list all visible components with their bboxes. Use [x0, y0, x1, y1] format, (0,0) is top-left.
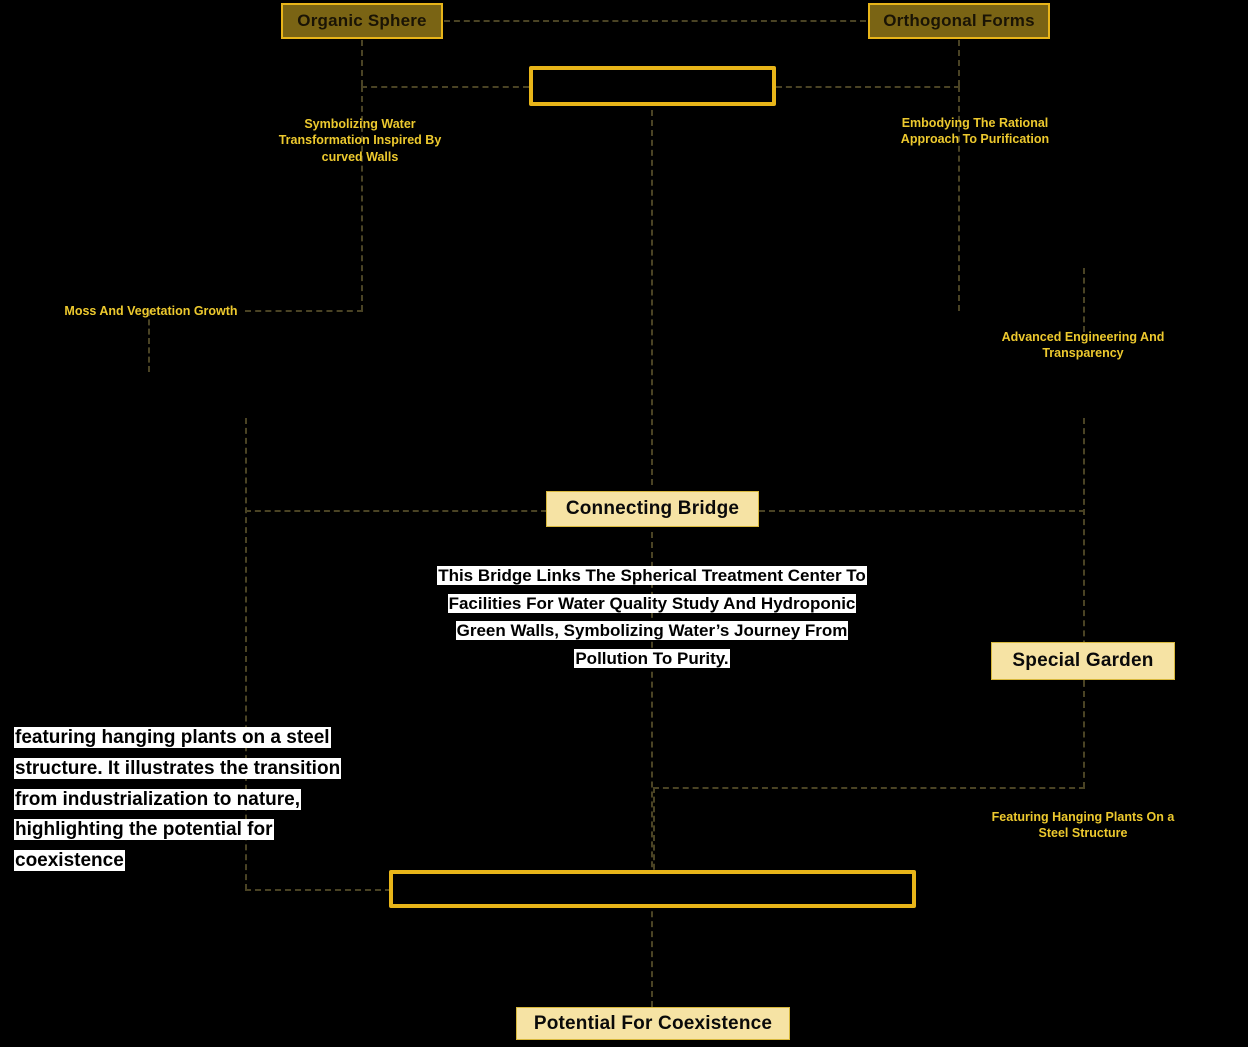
connector-mid-rail-left: [245, 510, 547, 512]
node-connecting-bridge-label: Connecting Bridge: [565, 498, 740, 519]
connector-organic-elbow: [361, 86, 529, 88]
caption-line: Embodying The Rational: [901, 116, 1049, 130]
connector-mid-rail-right: [759, 510, 1085, 512]
paragraph-line: highlighting the potential for: [14, 819, 274, 841]
caption-line: Transparency: [1042, 346, 1124, 361]
connector-right-mid-vertical: [1083, 418, 1085, 788]
node-organic-sphere[interactable]: Organic Sphere: [281, 3, 443, 39]
caption-featuring-hanging-plants: Featuring Hanging Plants On a Steel Stru…: [991, 809, 1175, 842]
connector-top-rail: [444, 20, 866, 22]
paragraph-line: Pollution To Purity.: [574, 648, 730, 668]
paragraph-line: Facilities For Water Quality Study And H…: [447, 593, 857, 613]
caption-line: Moss And Vegetation Growth: [64, 304, 238, 318]
caption-symbolizing-water: Symbolizing Water Transformation Inspire…: [262, 116, 458, 165]
caption-line: Featuring Hanging Plants On a: [991, 810, 1175, 824]
node-bottom-center-box[interactable]: [389, 870, 916, 908]
connector-moss-rail: [245, 310, 363, 312]
caption-advanced-engineering: Advanced Engineering And Transparency: [993, 329, 1173, 362]
paragraph-line: This Bridge Links The Spherical Treatmen…: [437, 566, 867, 585]
paragraph-line: structure. It illustrates the transition: [14, 757, 342, 779]
connector-center-spine-upper: [651, 110, 653, 485]
node-potential-for-coexistence-label: Potential For Coexistence: [533, 1012, 773, 1034]
node-special-garden-label: Special Garden: [1012, 650, 1154, 671]
connector-organic-down: [361, 40, 363, 86]
connector-moss-down: [148, 310, 150, 372]
connector-special-garden-down: [1083, 680, 1085, 708]
caption-line: Symbolizing Water: [304, 117, 416, 131]
connector-orthogonal-elbow: [776, 86, 960, 88]
paragraph-garden-description: featuring hanging plants on a steel stru…: [14, 723, 394, 877]
node-potential-for-coexistence[interactable]: Potential For Coexistence: [516, 1007, 790, 1040]
caption-line: Transformation Inspired By: [278, 133, 442, 148]
node-orthogonal-forms-label: Orthogonal Forms: [883, 11, 1035, 30]
paragraph-line: featuring hanging plants on a steel: [14, 727, 331, 748]
node-connecting-bridge[interactable]: Connecting Bridge: [546, 491, 759, 527]
connector-bottom-right-elbow: [653, 787, 1085, 789]
connector-advanced-down: [1083, 268, 1085, 332]
node-orthogonal-forms[interactable]: Orthogonal Forms: [868, 3, 1050, 39]
node-special-garden[interactable]: Special Garden: [991, 642, 1175, 680]
paragraph-line: from industrialization to nature,: [14, 788, 302, 810]
node-top-center-box[interactable]: [529, 66, 776, 106]
caption-embodying-rational: Embodying The Rational Approach To Purif…: [886, 115, 1064, 148]
paragraph-bridge-description: This Bridge Links The Spherical Treatmen…: [418, 562, 886, 672]
caption-line: curved Walls: [321, 149, 399, 164]
connector-bottom-left-elbow: [245, 889, 391, 891]
node-organic-sphere-label: Organic Sphere: [297, 11, 427, 30]
paragraph-line: coexistence: [14, 850, 125, 872]
caption-moss-vegetation: Moss And Vegetation Growth: [55, 303, 247, 319]
caption-line: Steel Structure: [1038, 826, 1128, 841]
caption-line: Approach To Purification: [900, 132, 1050, 147]
caption-line: Advanced Engineering And: [1001, 330, 1165, 344]
paragraph-line: Green Walls, Symbolizing Water’s Journey…: [455, 621, 849, 641]
connector-orthogonal-down: [958, 40, 960, 86]
